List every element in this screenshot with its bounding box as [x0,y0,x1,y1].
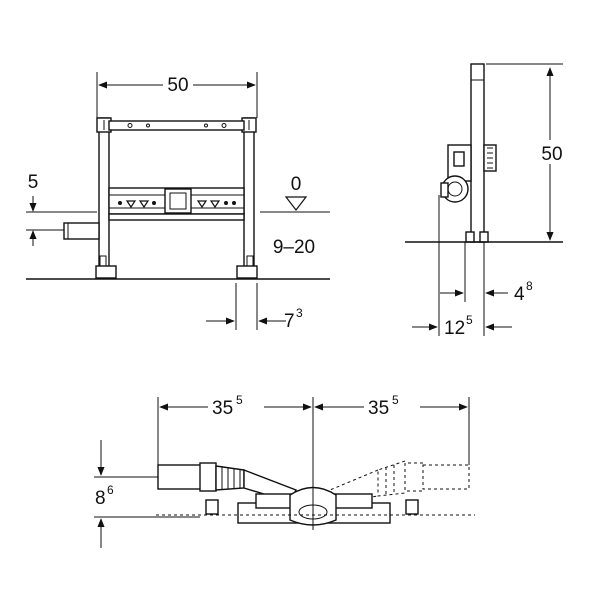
bottom-view: 35 5 35 5 [88,393,475,548]
frame-right-foot [236,265,258,279]
frame-left-post [98,117,110,269]
level-triangle-icon [284,196,308,211]
leg-depth-sup: 8 [526,279,533,293]
floor-level-label: 0 [291,174,302,195]
left-drain-pipe [157,464,205,490]
leg-depth-label: 4 [514,284,525,305]
right-span-sup: 5 [392,393,399,407]
base-depth-label: 12 [444,318,465,339]
drain-pipe [63,222,100,240]
front-offset-label: 5 [28,172,39,193]
right-drain-pipe [422,464,470,490]
right-span-label: 35 [368,398,389,419]
front-view: 50 [26,72,330,332]
base-depth-sup: 5 [466,313,473,327]
side-view: 50 4 8 12 5 [405,63,566,339]
frame-right-post [243,117,255,269]
side-height-label: 50 [541,144,562,165]
frame-top-bar [108,120,245,131]
left-span-label: 35 [212,398,233,419]
adjust-range-label: 9–20 [273,237,315,258]
bottom-height-label: 8 [95,488,106,509]
bottom-height-sup: 6 [107,483,114,497]
leg-offset-sup: 3 [296,306,303,320]
side-post [470,63,485,243]
front-width-label: 50 [167,75,188,96]
leg-offset-label: 7 [284,311,295,332]
frame-left-foot [95,265,117,279]
left-span-sup: 5 [236,393,243,407]
